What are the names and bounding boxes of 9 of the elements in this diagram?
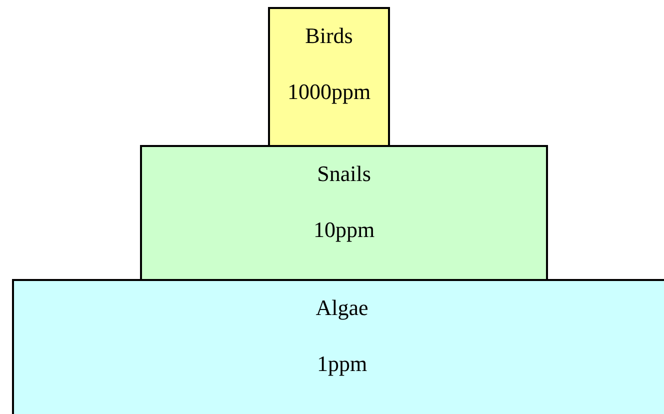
pyramid-level: [140, 145, 548, 281]
heading-text: Algae: [316, 295, 368, 321]
heading-text: Birds: [305, 23, 353, 49]
value-text: 10ppm: [313, 217, 375, 243]
value-text: 1000ppm: [287, 79, 371, 105]
pyramid-level: [268, 7, 390, 147]
value-text: 1ppm: [316, 351, 368, 377]
pyramid-level: [12, 279, 664, 414]
heading-text: Snails: [317, 161, 371, 187]
